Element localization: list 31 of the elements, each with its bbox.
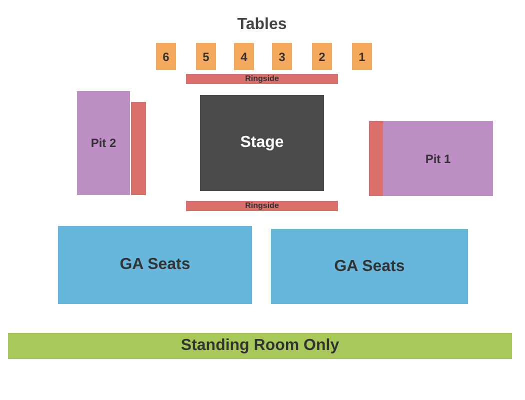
table-seat <box>156 43 176 70</box>
table-seat <box>272 43 292 70</box>
table-number: 5 <box>202 50 210 62</box>
table-number: 2 <box>318 50 326 62</box>
section-label: Ringside <box>245 75 279 83</box>
section-label: GA Seats <box>334 258 405 274</box>
section-label: Standing Room Only <box>180 338 340 354</box>
table-seat <box>196 43 216 70</box>
section-label: GA Seats <box>120 257 190 273</box>
table-seat <box>234 43 254 70</box>
stage-area <box>200 95 324 191</box>
table-number: 3 <box>278 50 286 62</box>
rail-bar <box>369 121 383 196</box>
table-seat <box>312 43 332 70</box>
table-number: 1 <box>358 50 366 62</box>
section-label: Pit 2 <box>90 137 116 149</box>
seating-section <box>58 226 252 304</box>
table-seat <box>352 43 372 70</box>
table-number: 4 <box>240 50 248 62</box>
ringside-section <box>186 74 338 84</box>
section-label: Ringside <box>245 202 279 210</box>
stage-label: Stage <box>240 135 284 151</box>
table-number: 6 <box>162 50 170 62</box>
standing-section <box>8 333 512 359</box>
pit-section <box>383 121 493 196</box>
seating-section <box>271 229 468 304</box>
rail-bar <box>131 102 146 195</box>
section-heading: Tables <box>236 16 288 34</box>
section-label: Pit 1 <box>425 152 451 164</box>
ringside-section <box>186 201 338 211</box>
pit-section <box>77 91 130 195</box>
